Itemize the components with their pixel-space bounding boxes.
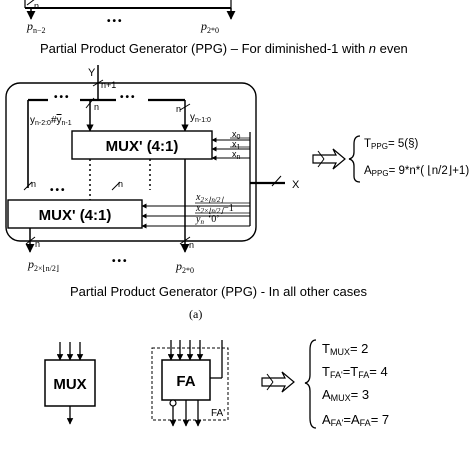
bus-slash bbox=[26, 0, 35, 6]
fa-legend-label: FA bbox=[176, 373, 195, 390]
a-ppg-eq: APPG= 9*n*( ⌊n/2⌋+1) bbox=[364, 164, 469, 178]
ppg-dots: ••• bbox=[112, 256, 129, 267]
fa-legend-box bbox=[161, 359, 211, 401]
top-dots: ••• bbox=[107, 16, 124, 27]
svg-text:•••: ••• bbox=[120, 92, 137, 103]
top-bit-label: n bbox=[34, 1, 39, 11]
svg-text:n: n bbox=[35, 239, 40, 249]
top-p-left: pn−2 bbox=[26, 19, 46, 35]
x1-label: x1 bbox=[232, 139, 241, 151]
y-label: Y bbox=[88, 67, 96, 79]
legend-fa: FA FA' bbox=[151, 340, 229, 427]
fa-prime-label: FA' bbox=[211, 408, 225, 419]
y-left-label: yn-2:0#yn-1 bbox=[30, 115, 72, 127]
mux-legend-box bbox=[44, 359, 96, 407]
bit-n-right: n bbox=[176, 104, 181, 114]
mux-lower bbox=[7, 199, 143, 229]
caption-top: Partial Product Generator (PPG) – For di… bbox=[40, 41, 408, 56]
inverter-bubble bbox=[169, 399, 177, 407]
svg-text:•••: ••• bbox=[54, 92, 71, 103]
x2n2-a-label: x2×⌊n/2⌋ bbox=[195, 192, 224, 204]
ppg-p-right: p2*0 bbox=[175, 259, 194, 275]
yn-label: yn‘0’ bbox=[195, 214, 220, 226]
bit-n-left: n bbox=[94, 102, 99, 112]
x2n2-b-label: x2×⌊n/2⌋−1 bbox=[195, 203, 234, 215]
top-p-right: p2*0 bbox=[200, 19, 219, 35]
svg-text:n: n bbox=[118, 179, 123, 189]
y-right-label: yn-1:0 bbox=[190, 112, 211, 124]
implies-arrow-legend bbox=[261, 371, 295, 393]
x0-label: x0 bbox=[232, 129, 241, 141]
ppg-block: Y n+1 ••• ••• yn-2:0#yn-1 n yn-1:0 n MUX… bbox=[5, 65, 300, 275]
t-ppg-eq: TPPG= 5(§) bbox=[364, 138, 418, 151]
t-mux-eq: TMUX= 2 bbox=[322, 341, 368, 357]
mux-upper-label: MUX' (4:1) bbox=[106, 138, 179, 155]
top-fragment: n pn−2 ••• p2*0 bbox=[24, 0, 236, 35]
svg-text:n: n bbox=[31, 179, 36, 189]
panel-label: (a) bbox=[189, 307, 202, 321]
ppg-container bbox=[5, 82, 257, 242]
ppg-p-left: p2×⌊n/2⌋ bbox=[27, 257, 59, 273]
mux-upper bbox=[71, 130, 213, 160]
x-label: X bbox=[292, 179, 300, 191]
ppg-equations: TPPG= 5(§) APPG= 9*n*( ⌊n/2⌋+1) bbox=[348, 135, 469, 183]
implies-arrow-ppg bbox=[312, 148, 346, 170]
svg-text:n: n bbox=[189, 240, 194, 250]
svg-text:•••: ••• bbox=[50, 185, 67, 196]
t-fa-eq: TFA'=TFA= 4 bbox=[322, 364, 388, 380]
a-fa-eq: AFA'=AFA= 7 bbox=[322, 412, 389, 428]
a-mux-eq: AMUX= 3 bbox=[322, 387, 369, 403]
xn-label: xn bbox=[232, 149, 241, 161]
legend-mux: MUX bbox=[44, 342, 96, 425]
bus-width-label: n+1 bbox=[101, 80, 116, 90]
mux-legend-label: MUX bbox=[53, 376, 86, 393]
caption-bottom: Partial Product Generator (PPG) - In all… bbox=[70, 284, 367, 299]
legend-equations: TMUX= 2 TFA'=TFA= 4 AMUX= 3 AFA'=AFA= 7 bbox=[304, 339, 389, 429]
mux-lower-label: MUX' (4:1) bbox=[39, 207, 112, 224]
